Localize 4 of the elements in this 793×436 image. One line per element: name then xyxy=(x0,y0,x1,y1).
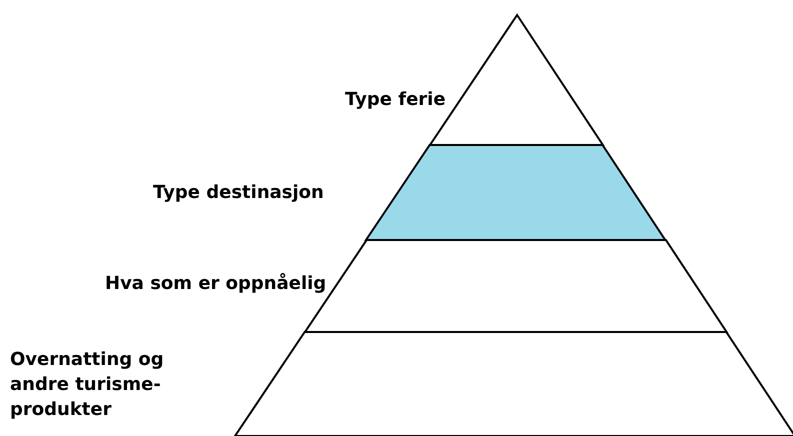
layer-label: Overnatting og andre turisme-produkter xyxy=(10,348,165,422)
layer-label: Type ferie xyxy=(345,88,446,112)
layer-label: Type destinasjon xyxy=(153,181,324,205)
layer-label: Hva som er oppnåelig xyxy=(105,272,326,296)
